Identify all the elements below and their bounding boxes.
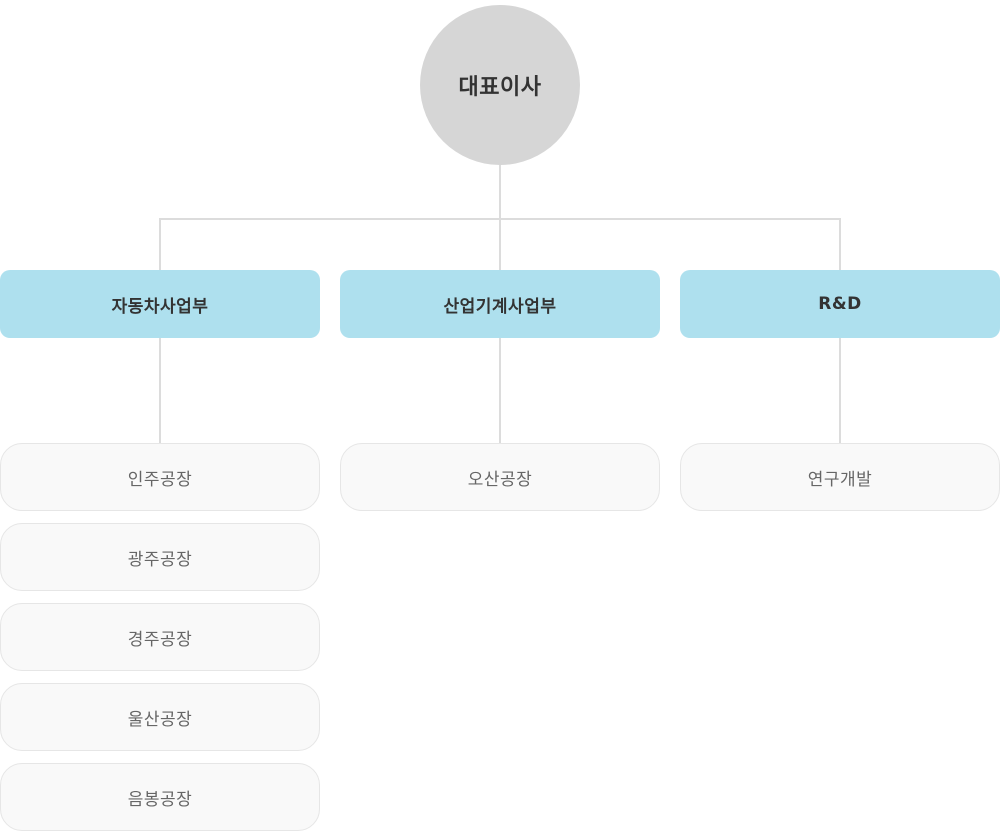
division-label: 자동차사업부 [111,296,209,317]
connector-drop-right [839,219,841,270]
org-node-division-rnd: R&D [680,270,1000,338]
factory-label: 인주공장 [127,469,193,490]
org-node-ceo: 대표이사 [420,5,580,165]
org-column-rnd-children: 연구개발 [680,443,1000,511]
org-column-automotive-children: 인주공장 광주공장 경주공장 울산공장 음봉공장 [0,443,320,831]
org-node-ceo-label: 대표이사 [458,75,542,100]
connector-division-stem-center [499,338,501,443]
org-node-factory: 광주공장 [0,523,320,591]
connector-root-stem [499,165,501,219]
connector-drop-left [159,219,161,270]
factory-label: 오산공장 [467,469,533,490]
org-node-factory: 인주공장 [0,443,320,511]
org-node-factory: 음봉공장 [0,763,320,831]
connector-division-stem-right [839,338,841,443]
org-node-factory: 오산공장 [340,443,660,511]
division-label: R&D [818,294,862,314]
connector-drop-center [499,219,501,270]
connector-division-stem-left [159,338,161,443]
factory-label: 광주공장 [127,549,193,570]
division-label: 산업기계사업부 [443,296,557,317]
org-node-rnd-dept: 연구개발 [680,443,1000,511]
org-node-division-industrial-machinery: 산업기계사업부 [340,270,660,338]
org-column-industrial-machinery-children: 오산공장 [340,443,660,511]
org-node-division-automotive: 자동차사업부 [0,270,320,338]
factory-label: 음봉공장 [127,789,193,810]
factory-label: 울산공장 [127,709,193,730]
factory-label: 경주공장 [127,629,193,650]
org-node-factory: 경주공장 [0,603,320,671]
org-node-factory: 울산공장 [0,683,320,751]
rnd-dept-label: 연구개발 [807,469,873,490]
